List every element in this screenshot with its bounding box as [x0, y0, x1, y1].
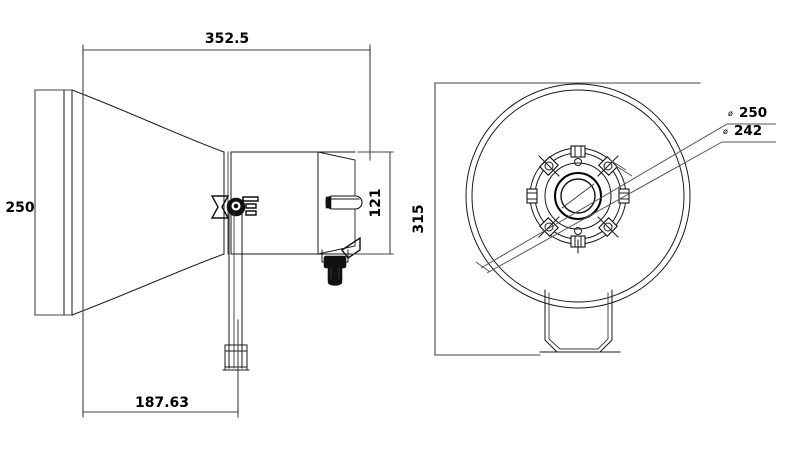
- horn-lower-profile: [71, 253, 225, 316]
- gland-mount-tab: [340, 236, 361, 259]
- mouth-outer-circle: [465, 83, 691, 309]
- front-bracket-base: [539, 289, 621, 353]
- hub-throat-slash: [561, 183, 595, 209]
- hub-bolt-boss-upper-left: [538, 155, 560, 177]
- side-view: 352.5 250 121 187.63: [5, 31, 394, 418]
- boss-ul-hole: [544, 161, 554, 171]
- driver-body-housing: [230, 151, 356, 255]
- body-slot-rounded: [325, 195, 363, 210]
- boss-ll-slash: [538, 216, 560, 238]
- hub-third-ring: [544, 162, 612, 230]
- dim-label-187: 187.63: [135, 395, 189, 411]
- dimension-overall-length: 352.5: [82, 31, 371, 56]
- leader-arrow-mid-2: [609, 159, 627, 171]
- bracket-stem-arm: [222, 209, 250, 371]
- diameter-symbol-250: ø: [728, 109, 733, 118]
- cable-gland-connector: [321, 236, 361, 286]
- mouth-inner-circle: [471, 89, 685, 303]
- hub-tab-top: [570, 145, 586, 158]
- boss-lr-hole: [603, 222, 613, 232]
- yoke-finger-mid: [245, 203, 257, 209]
- horn-upper-profile: [71, 89, 225, 153]
- boss-lr-slash: [597, 216, 619, 238]
- horn-flare-outline: [63, 89, 225, 316]
- front-horn-mouth: [465, 83, 691, 309]
- dimension-inner-diameter: ø 242: [723, 123, 762, 139]
- dimension-bracket-offset: 187.63: [82, 395, 239, 418]
- body-slot-detail: [325, 195, 363, 210]
- gland-tip: [327, 278, 343, 286]
- leader-line-242: [486, 141, 723, 274]
- dim-label-315: 315: [411, 204, 427, 233]
- hub-bolt-boss-upper-right: [597, 155, 619, 177]
- hub-throat-inner: [560, 178, 596, 214]
- hub-tab-left: [526, 188, 538, 204]
- dimension-front-height: 315: [411, 82, 701, 356]
- yoke-left-clamp: [210, 195, 230, 219]
- boss-ur-hole: [603, 161, 613, 171]
- hub-screw-top: [574, 158, 582, 166]
- yoke-pivot-center: [233, 203, 239, 209]
- leader-line-250: [480, 123, 728, 269]
- dimension-mouth-height: 250: [5, 89, 69, 316]
- hub-tab-bottom-lines: [574, 235, 582, 248]
- dimension-outer-diameter: ø 250: [728, 105, 767, 121]
- mounting-yoke-bracket: [210, 195, 259, 219]
- dim-label-250-front: 250: [739, 105, 767, 121]
- body-slot-endcap: [325, 196, 332, 209]
- leader-arrow-250: [475, 261, 491, 273]
- hub-tab-right: [618, 188, 630, 204]
- diameter-symbol-242: ø: [723, 127, 728, 136]
- hub-throat-outer: [554, 172, 602, 220]
- boss-ul-slash: [538, 155, 560, 177]
- side-view-extension-lines: [82, 49, 371, 413]
- dim-label-242-front: 242: [734, 123, 762, 139]
- yoke-finger-top: [242, 196, 259, 202]
- dim-label-250-side: 250: [5, 200, 34, 216]
- dim-label-352: 352.5: [205, 31, 249, 47]
- hub-tab-top-lines: [574, 145, 582, 158]
- yoke-finger-bottom: [245, 210, 257, 216]
- boss-ur-slash: [597, 155, 619, 177]
- hub-screw-bottom: [574, 227, 582, 235]
- boss-ll-hole: [544, 222, 554, 232]
- dim-label-121: 121: [368, 188, 384, 217]
- base-outline-inner: [548, 292, 609, 350]
- dimension-body-height: 121: [351, 151, 394, 255]
- hub-bolt-boss-lower-right: [597, 216, 619, 238]
- hub-tab-left-lines: [526, 192, 538, 200]
- front-view: ø 250 ø 242 315: [411, 82, 776, 356]
- leader-arrow-mid-1: [615, 165, 633, 177]
- diameter-leader-lines: [475, 123, 776, 274]
